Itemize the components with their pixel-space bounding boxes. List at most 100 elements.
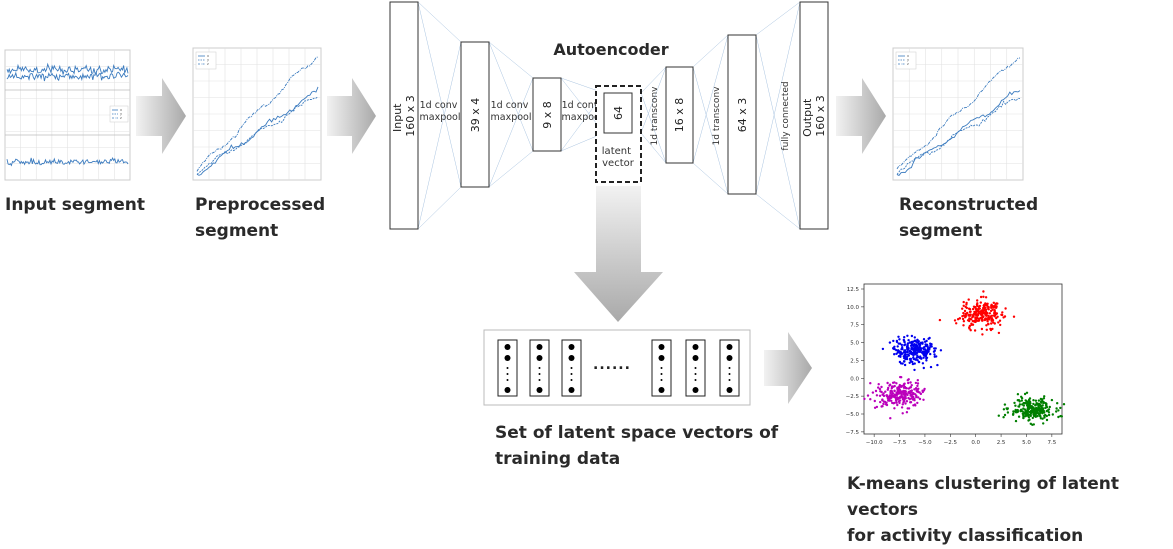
scatter-point xyxy=(902,383,906,386)
arrow-right xyxy=(764,332,812,404)
scatter-point xyxy=(1027,399,1031,402)
scatter-point xyxy=(922,346,925,350)
scatter-point xyxy=(1026,409,1030,413)
scatter-point xyxy=(896,345,899,348)
scatter-point xyxy=(901,412,904,415)
caption-input-segment: Input segment xyxy=(5,195,146,215)
scatter-point xyxy=(1045,414,1049,418)
scatter-point xyxy=(993,322,996,325)
layer-16x8-label: 16 x 8 xyxy=(673,98,686,133)
caption-preprocessed-segment: Preprocessed segment xyxy=(195,195,326,241)
scatter-point xyxy=(1012,410,1015,413)
ellipsis: ...... xyxy=(593,357,631,373)
scatter-point xyxy=(1038,412,1042,415)
x-tick-label: −10.0 xyxy=(866,440,883,446)
scatter-point xyxy=(1023,392,1027,396)
scatter-point xyxy=(962,324,965,327)
legend-y: y xyxy=(907,58,909,62)
scatter-point xyxy=(899,355,902,358)
scatter-point xyxy=(902,401,905,404)
signal-trace xyxy=(196,56,319,172)
scatter-point xyxy=(1043,395,1046,398)
scatter-point xyxy=(967,298,970,301)
scatter-point xyxy=(902,398,905,401)
scatter-point xyxy=(995,312,999,315)
scatter-point xyxy=(903,356,906,360)
arrow-right xyxy=(836,78,886,154)
layer-9x8-label: 9 x 8 xyxy=(541,101,554,129)
scatter-point xyxy=(933,347,936,350)
scatter-point xyxy=(909,386,913,389)
scatter-point xyxy=(1004,307,1007,310)
scatter-point xyxy=(911,362,915,366)
scatter-point xyxy=(918,397,922,401)
scatter-point xyxy=(953,319,957,322)
scatter-point xyxy=(977,305,980,309)
scatter-point xyxy=(890,389,893,392)
scatter-point xyxy=(916,389,919,392)
scatter-point xyxy=(912,354,915,357)
scatter-point xyxy=(980,327,984,331)
scatter-point xyxy=(893,407,896,410)
scatter-point xyxy=(1045,418,1049,422)
scatter-point xyxy=(916,359,919,362)
scatter-point xyxy=(915,345,919,348)
scatter-point xyxy=(898,338,901,341)
x-tick-label: 0.0 xyxy=(971,440,980,446)
reconstructed-segment-plot: x y z xyxy=(892,47,1024,181)
scatter-point xyxy=(1014,419,1018,423)
scatter-point xyxy=(900,406,904,409)
latent-size-label: 64 xyxy=(612,106,625,120)
scatter-point xyxy=(1006,407,1009,410)
scatter-point xyxy=(979,295,983,299)
scatter-point xyxy=(899,351,902,355)
scatter-point xyxy=(1021,403,1024,406)
scatter-point xyxy=(921,390,924,394)
scatter-point xyxy=(991,327,994,331)
scatter-point xyxy=(1027,405,1030,408)
scatter-point xyxy=(1025,391,1029,394)
scatter-point xyxy=(871,391,875,394)
op-transconv-2: 1d transconv xyxy=(712,86,722,146)
scatter-point xyxy=(878,387,882,391)
layer-39x4: 39 x 4 xyxy=(460,41,490,188)
scatter-point xyxy=(912,392,915,395)
scatter-point xyxy=(961,317,965,321)
signal-trace xyxy=(6,62,129,75)
preprocessed-segment-plot: x y z xyxy=(192,47,322,181)
signal-trace xyxy=(196,96,319,175)
scatter-point xyxy=(1034,413,1038,416)
scatter-point xyxy=(1000,313,1003,316)
scatter-point xyxy=(1047,408,1051,411)
scatter-point xyxy=(1042,409,1046,413)
scatter-point xyxy=(1034,404,1037,407)
scatter-point xyxy=(965,303,968,306)
scatter-point xyxy=(1041,398,1044,401)
scatter-point xyxy=(994,303,997,306)
scatter-point xyxy=(966,311,969,315)
scatter-point xyxy=(910,346,914,350)
legend-x: x xyxy=(207,54,209,58)
y-tick-label: −2.5 xyxy=(846,394,860,400)
y-tick-label: −7.5 xyxy=(846,430,860,436)
scatter-point xyxy=(979,301,982,304)
scatter-point xyxy=(989,327,992,331)
legend-z: z xyxy=(120,116,122,120)
scatter-point xyxy=(906,342,910,345)
scatter-point xyxy=(878,394,882,397)
scatter-point xyxy=(897,396,901,400)
scatter-point xyxy=(1011,413,1015,416)
scatter-point xyxy=(1060,415,1064,418)
scatter-point xyxy=(1016,408,1019,412)
scatter-point xyxy=(908,361,911,364)
scatter-point xyxy=(955,322,958,325)
scatter-point xyxy=(1002,408,1006,411)
scatter-point xyxy=(985,328,988,331)
scatter-point xyxy=(924,344,928,348)
scatter-point xyxy=(894,398,898,401)
scatter-point xyxy=(995,306,998,309)
scatter-point xyxy=(1039,404,1042,407)
cluster-blue xyxy=(881,334,943,372)
scatter-point xyxy=(884,390,887,393)
scatter-point xyxy=(926,348,930,352)
